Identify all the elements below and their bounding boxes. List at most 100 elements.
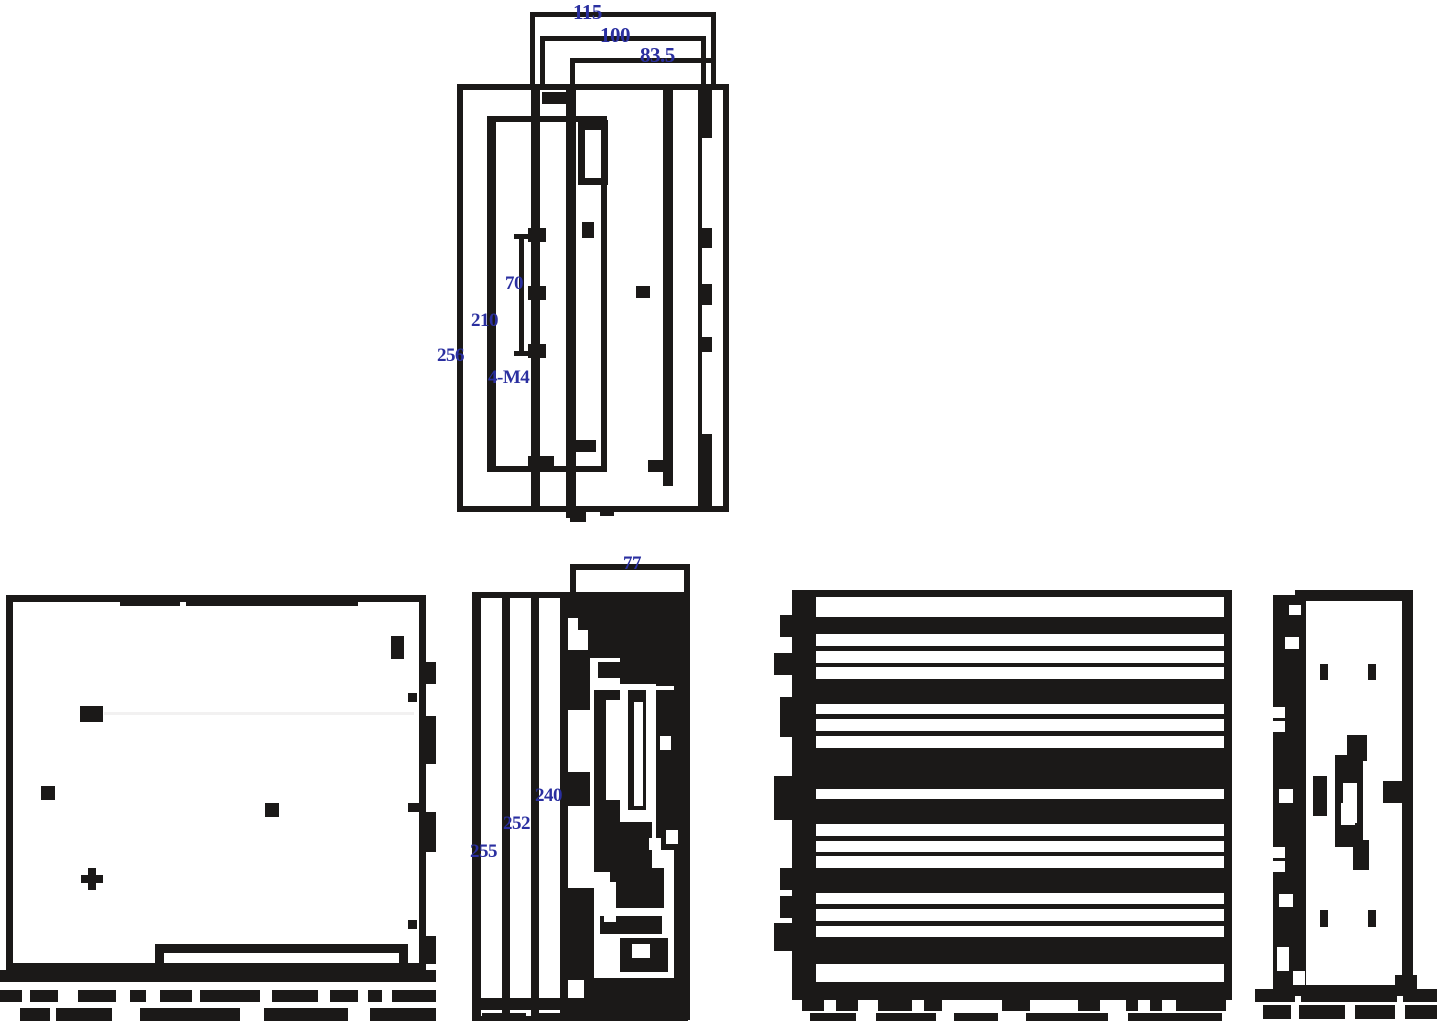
front-bottom-band-7 [200, 990, 260, 1002]
front-bottom-band-12 [20, 1008, 50, 1021]
end-serration-notch-7 [1271, 861, 1285, 872]
fin-base-band-13 [954, 1013, 998, 1021]
fin-base-band-6 [1002, 999, 1030, 1011]
side-section-block-10 [656, 690, 678, 850]
top-partition-bar-2 [566, 88, 576, 518]
dim-ext-83-5-left [570, 58, 575, 88]
front-bottom-band-2 [0, 990, 22, 1002]
heatsink-fin-view [774, 585, 1240, 1021]
end-serration-notch-6 [1271, 847, 1285, 858]
end-hole-upper-right [1368, 664, 1376, 680]
end-serration-notch-9 [1277, 947, 1289, 971]
front-bottom-band-8 [272, 990, 318, 1002]
front-right-step-3 [408, 693, 417, 702]
side-section-block-12 [568, 772, 590, 806]
fin-base-band-8 [1126, 999, 1138, 1011]
dim-label-255-text: 255 [470, 841, 498, 862]
dim-label-115: 115 [573, 0, 602, 24]
fin-base-band-15 [1128, 1013, 1222, 1021]
top-tab-left-3 [528, 344, 546, 358]
end-hole-lower-left [1320, 910, 1328, 927]
dim-arrow-70-top [514, 234, 529, 239]
side-section-block-15 [568, 888, 594, 980]
front-bottom-band-5 [130, 990, 146, 1002]
end-serration-notch-1 [1289, 605, 1301, 615]
front-right-step-7 [408, 920, 417, 929]
dim-label-83-5: 83.5 [640, 43, 675, 67]
fin-gap [816, 964, 1224, 982]
front-top-tab-2 [186, 595, 358, 606]
side-section-block-14 [610, 868, 664, 908]
front-right-step-4 [426, 716, 436, 764]
fin-lug-4 [774, 776, 796, 820]
side-relief-7 [632, 944, 650, 958]
top-bottom-stub [570, 508, 586, 522]
front-right-step-5 [408, 803, 425, 812]
dim-line-83-5 [570, 58, 716, 63]
end-bottom-band-5 [1299, 1005, 1345, 1019]
side-channel-1 [502, 596, 509, 1020]
dim-ext-115-left [530, 12, 535, 88]
front-bottom-band-15 [264, 1008, 348, 1021]
top-tab-left-5 [542, 92, 568, 104]
dim-line-115 [530, 12, 716, 17]
top-bottom-stub-2 [600, 506, 614, 516]
front-bottom-band [0, 970, 436, 982]
dim-ext-210 [491, 118, 496, 470]
dim-label-4-m4: 4-M4 [488, 367, 530, 388]
top-right-window-1 [702, 138, 714, 228]
dim-label-100: 100 [600, 23, 631, 47]
fin-lug-7 [774, 923, 796, 951]
front-hole-left [41, 786, 55, 800]
side-relief-6 [649, 838, 661, 850]
front-bottom-band-9 [330, 990, 358, 1002]
fin-base-band-9 [1150, 999, 1162, 1011]
fin-base-band-4 [878, 999, 912, 1011]
end-bottom-band-2 [1301, 989, 1397, 1002]
front-bottom-band-11 [392, 990, 436, 1002]
fin-gap [816, 651, 1224, 663]
end-serration-notch-8 [1279, 894, 1293, 907]
fin-gap [816, 893, 1224, 904]
fin-lug-5 [780, 868, 796, 890]
dim-label-77: 77 [623, 553, 642, 574]
front-outer-body [6, 595, 426, 970]
end-hole-lower-right [1368, 910, 1376, 927]
dim-ext-100-left [540, 36, 545, 88]
side-section-block-6 [598, 662, 648, 678]
fin-gap [816, 926, 1224, 937]
side-bottom-band-1 [472, 998, 690, 1010]
top-plan-view: 115 100 83.5 70 210 256 4-M4 [0, 0, 760, 540]
front-right-step-2 [426, 662, 436, 684]
top-tab-left-1 [528, 228, 546, 242]
dim-label-252-text: 252 [503, 813, 531, 834]
end-serration-notch-10 [1293, 971, 1305, 985]
end-connector-pin-left [1313, 776, 1327, 816]
fin-lug-1 [780, 615, 796, 637]
top-notch-1 [636, 286, 650, 298]
front-elevation-view [0, 560, 450, 1021]
top-notch-2 [576, 440, 596, 452]
fin-lug-3 [780, 697, 796, 737]
end-bottom-band-7 [1405, 1005, 1437, 1019]
top-right-window-4 [702, 352, 714, 434]
dim-ext-77-left [570, 564, 576, 596]
end-right-tab-1 [1383, 781, 1405, 803]
side-relief-2 [634, 702, 643, 806]
end-hole-upper-left [1320, 664, 1328, 680]
fin-lug-6 [780, 896, 796, 918]
dim-ext-115-right [711, 12, 716, 88]
front-centerline-dashed [104, 712, 414, 715]
front-bottom-band-13 [56, 1008, 112, 1021]
front-top-tab-1 [120, 595, 180, 606]
fin-gap [816, 909, 1224, 921]
front-bottom-band-6 [160, 990, 192, 1002]
fin-gap [816, 634, 1224, 646]
top-hole-square-1 [582, 222, 594, 238]
fin-base-band-1 [792, 985, 1232, 999]
front-cross-mark-vertical [88, 868, 96, 890]
dim-ext-255 [475, 840, 481, 1020]
front-right-step-8 [426, 936, 436, 964]
side-relief-3 [660, 736, 671, 750]
side-relief-5 [666, 830, 678, 844]
